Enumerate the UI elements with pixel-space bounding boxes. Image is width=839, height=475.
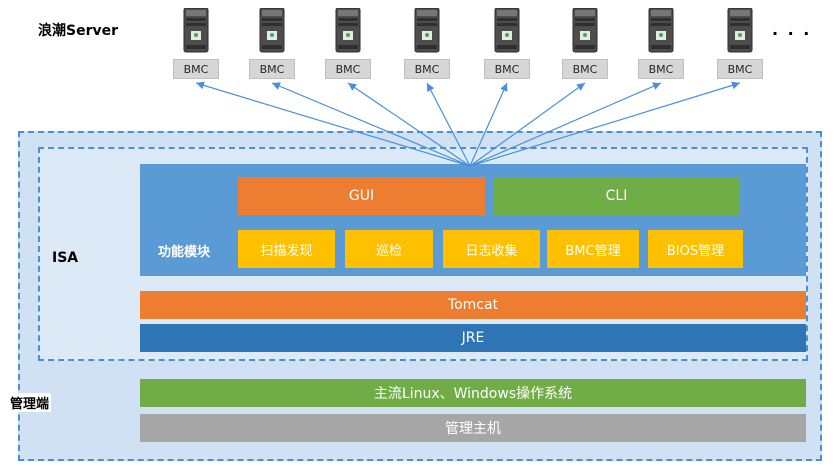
bmc-label: BMC bbox=[404, 59, 450, 79]
server-icon bbox=[259, 8, 285, 53]
bmc-label: BMC bbox=[717, 59, 763, 79]
server-icon bbox=[727, 8, 753, 53]
server-unit: BMC bbox=[404, 8, 450, 79]
server-unit: BMC bbox=[638, 8, 684, 79]
bmc-label: BMC bbox=[249, 59, 295, 79]
server-icon bbox=[414, 8, 440, 53]
bmc-label: BMC bbox=[173, 59, 219, 79]
isa-label: ISA bbox=[52, 250, 79, 266]
module-bios-management: BIOS管理 bbox=[648, 230, 743, 268]
bmc-label: BMC bbox=[325, 59, 371, 79]
host-bar: 管理主机 bbox=[140, 414, 806, 442]
server-unit: BMC bbox=[562, 8, 608, 79]
server-icon bbox=[494, 8, 520, 53]
servers-ellipsis: . . . bbox=[772, 20, 812, 39]
server-unit: BMC bbox=[717, 8, 763, 79]
server-icon bbox=[648, 8, 674, 53]
page-title: 浪潮Server bbox=[38, 23, 119, 39]
bmc-label: BMC bbox=[562, 59, 608, 79]
server-unit: BMC bbox=[249, 8, 295, 79]
server-icon bbox=[183, 8, 209, 53]
module-inspection: 巡检 bbox=[345, 230, 433, 268]
module-bmc-management: BMC管理 bbox=[547, 230, 639, 268]
modules-label: 功能模块 bbox=[158, 245, 211, 260]
server-unit: BMC bbox=[325, 8, 371, 79]
server-icon bbox=[335, 8, 361, 53]
bmc-label: BMC bbox=[484, 59, 530, 79]
jre-bar: JRE bbox=[140, 324, 806, 352]
server-unit: BMC bbox=[484, 8, 530, 79]
management-label: 管理端 bbox=[8, 393, 52, 412]
os-bar: 主流Linux、Windows操作系统 bbox=[140, 379, 806, 407]
server-icon bbox=[572, 8, 598, 53]
module-scan-discovery: 扫描发现 bbox=[238, 230, 335, 268]
tomcat-bar: Tomcat bbox=[140, 291, 806, 319]
server-unit: BMC bbox=[173, 8, 219, 79]
bmc-label: BMC bbox=[638, 59, 684, 79]
cli-block: CLI bbox=[493, 177, 740, 215]
gui-block: GUI bbox=[238, 177, 485, 215]
module-log-collection: 日志收集 bbox=[443, 230, 540, 268]
